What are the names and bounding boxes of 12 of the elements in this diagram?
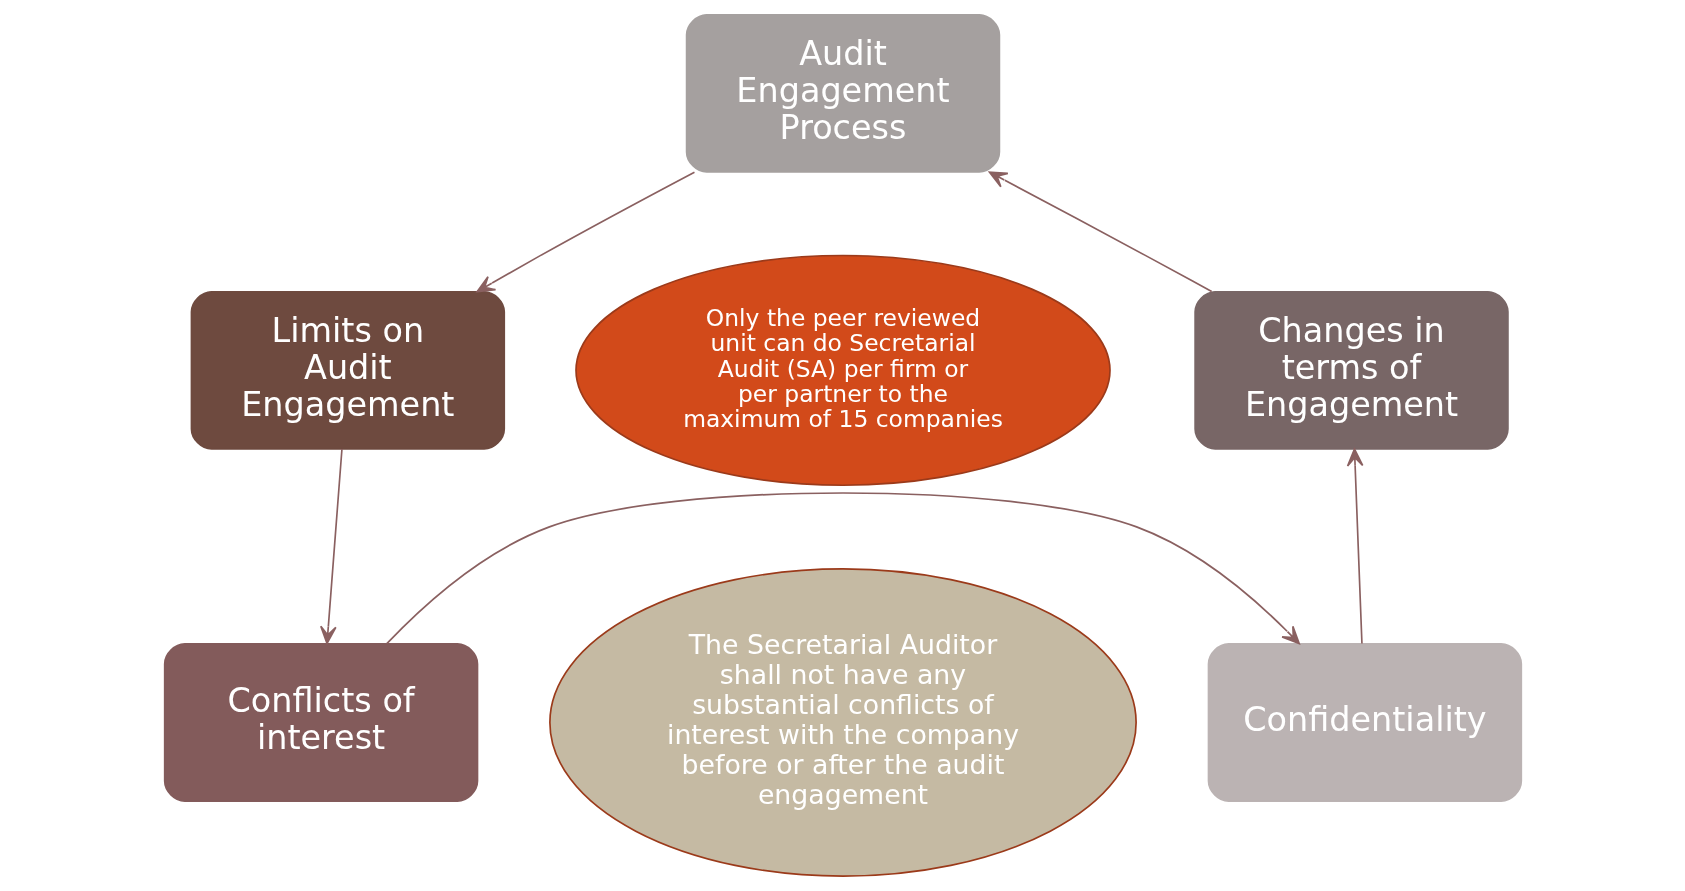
- node-ellipse: The Secretarial Auditor shall not have any substantial conflicts of interest with the company before or after the audit engagement: [548, 568, 1137, 877]
- arrow: [1346, 448, 1363, 645]
- arrow: [385, 492, 1300, 645]
- node-box: Audit Engagement Process: [685, 13, 1000, 173]
- arrow: [988, 171, 1212, 293]
- arrow: [319, 448, 343, 645]
- node-box: Confidentiality: [1207, 643, 1522, 802]
- node-box: Limits on Audit Engagement: [190, 290, 505, 450]
- node-box: Conflicts of interest: [163, 643, 478, 802]
- node-ellipse: Only the peer reviewed unit can do Secretarial Audit (SA) per firm or per partner to the maximum of 15 companies: [574, 254, 1111, 487]
- arrow: [475, 171, 695, 293]
- node-box: Changes in terms of Engagement: [1193, 290, 1509, 450]
